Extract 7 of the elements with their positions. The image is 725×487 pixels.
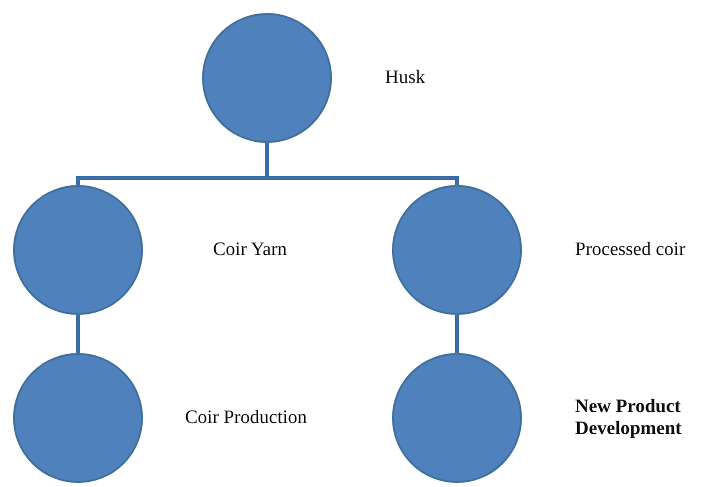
node-caption: Processed coir — [575, 239, 686, 261]
connector-line — [76, 315, 80, 353]
node-caption: Coir Yarn — [213, 239, 287, 261]
node-caption: Coir Production — [185, 407, 307, 429]
connector-line — [455, 315, 459, 353]
node-caption: New Product Development — [575, 396, 683, 440]
node-caption: Husk — [385, 67, 426, 89]
